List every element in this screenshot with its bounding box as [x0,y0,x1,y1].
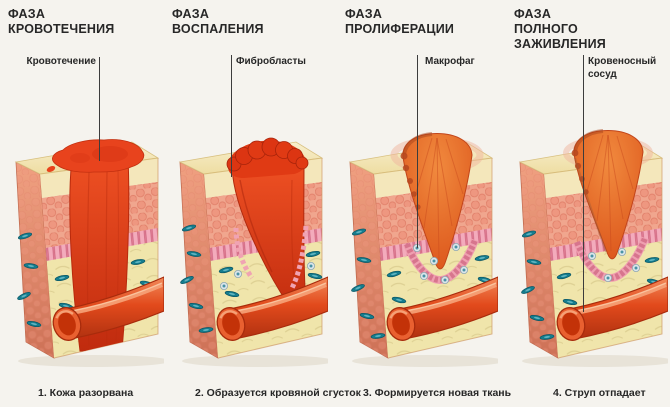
scab [400,132,473,270]
leader-line [417,55,418,248]
step-caption: 1. Кожа разорвана [38,387,134,399]
leader-line [231,55,232,177]
skin-block-illustration [349,132,498,368]
phase-header: ФАЗА ПОЛНОГО ЗАЖИВЛЕНИЯ [514,7,606,51]
leader-line [583,55,584,312]
blood-spill [46,139,145,173]
callout-label: Макрофаг [425,56,475,67]
healing-cell-dip [403,238,479,285]
wound-edge-cells [233,225,309,290]
leader-line [99,57,100,161]
skin-block-illustration [15,139,164,368]
callout-label: Кровотечение [26,56,96,67]
step-caption: 2. Образуется кровяной сгусток [195,387,361,399]
callout-label: Фибробласты [236,56,306,67]
blood-clot [226,137,309,178]
phase-header: ФАЗА ВОСПАЛЕНИЯ [172,7,264,36]
step-caption: 3. Формируется новая ткань [363,387,512,399]
callout-label: Кровеносный сосуд [588,56,657,80]
skin-block-illustration [179,137,328,368]
phase-header: ФАЗА ПРОЛИФЕРАЦИИ [345,7,455,36]
step-caption: 4. Струп отпадает [553,387,646,399]
scab-detach-line [574,157,607,253]
scab [571,129,644,260]
skin-block-illustration [519,129,668,368]
phase-header: ФАЗА КРОВОТЕЧЕНИЯ [8,7,115,36]
